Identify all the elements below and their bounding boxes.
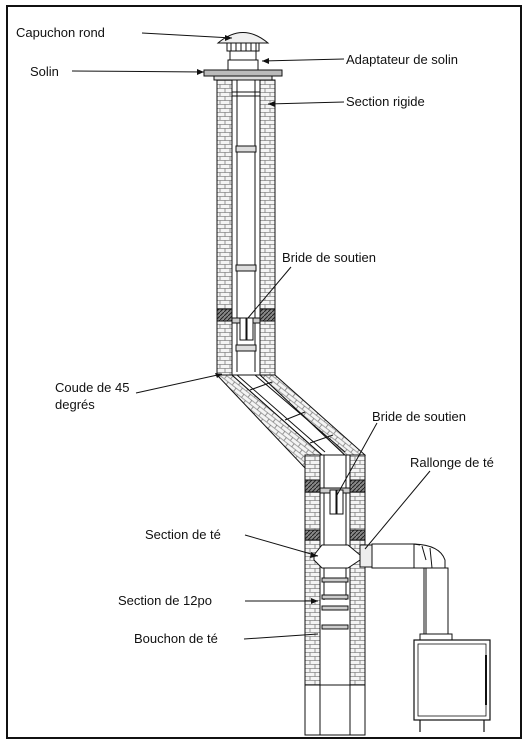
label-section-de-12po: Section de 12po (118, 593, 212, 608)
label-section-de-te: Section de té (145, 527, 221, 542)
stove-pipe (371, 543, 453, 641)
label-solin: Solin (30, 64, 59, 79)
leader-lines (71, 32, 431, 640)
label-bouchon-de-te: Bouchon de té (134, 631, 218, 646)
label-rallonge-de-te: Rallonge de té (410, 455, 494, 470)
tee-section (313, 544, 373, 569)
lower-chimney (304, 454, 366, 736)
label-section-rigide: Section rigide (346, 94, 425, 109)
label-bride-de-soutien-1: Bride de soutien (282, 250, 376, 265)
label-adaptateur-de-solin: Adaptateur de solin (346, 52, 459, 67)
stove (413, 639, 491, 732)
diagram-frame (6, 5, 522, 739)
flashing (203, 69, 283, 81)
round-cap (216, 32, 270, 71)
label-capuchon-rond: Capuchon rond (16, 25, 105, 40)
diagonal-chimney (215, 374, 366, 469)
label-coude-45-line2: degrés (55, 397, 95, 412)
label-bride-de-soutien-2: Bride de soutien (372, 409, 466, 424)
label-coude-45-line1: Coude de 45 (55, 380, 130, 395)
upper-chimney (216, 79, 276, 376)
arrowheads (197, 35, 318, 604)
